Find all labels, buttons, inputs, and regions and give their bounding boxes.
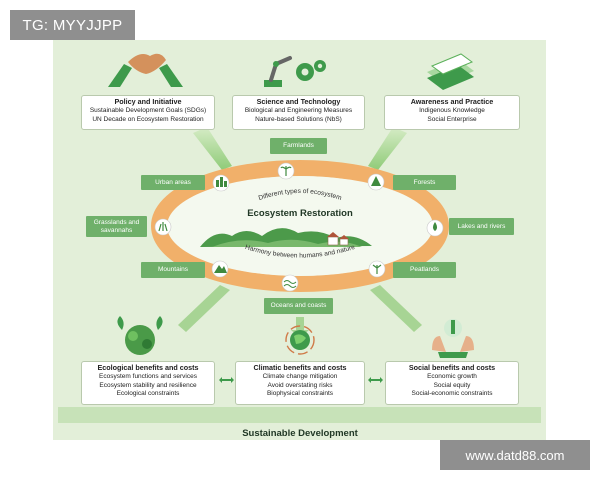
grasslands-icon (154, 218, 172, 236)
policy-initiative-title: Policy and Initiative (114, 97, 182, 106)
climatic-line-3: Biophysical constraints (266, 390, 334, 398)
social-line-2: Social equity (433, 381, 471, 389)
social-hands-icon (432, 319, 474, 358)
science-technology-title: Science and Technology (256, 97, 341, 106)
sustainable-bar (58, 407, 541, 423)
ring-inner (167, 176, 433, 276)
oceans-icon (281, 274, 299, 292)
tag-peatlands: Peatlands (393, 262, 456, 278)
tag-lakes-rivers: Lakes and rivers (449, 218, 514, 235)
science-line-1: Biological and Engineering Measures (244, 107, 353, 115)
forests-icon (367, 173, 385, 191)
tag-urban-areas: Urban areas (141, 175, 205, 190)
sustainable-development-title: Sustainable Development (242, 428, 358, 439)
climatic-title: Climatic benefits and costs (253, 363, 347, 372)
lakes-rivers-icon (426, 219, 444, 237)
bidirectional-arrow-right (368, 377, 383, 383)
science-line-2: Nature-based Solutions (NbS) (255, 115, 342, 123)
awareness-practice-box: Awareness and Practice Indigenous Knowle… (384, 95, 520, 130)
climatic-line-1: Climate change mitigation (262, 373, 338, 381)
arrow-top-left (193, 127, 232, 170)
books-icon (427, 53, 474, 90)
awareness-line-1: Indigenous Knowledge (419, 107, 485, 115)
social-line-1: Economic growth (427, 373, 477, 381)
arrow-bottom-left (178, 285, 230, 332)
tag-forests: Forests (393, 175, 456, 190)
climatic-box: Climatic benefits and costs Climate chan… (235, 361, 365, 405)
handshake-icon (108, 53, 183, 87)
climate-globe-icon (285, 325, 315, 355)
bidirectional-arrow-left (219, 377, 234, 383)
ecological-line-2: Ecosystem stability and resilience (99, 381, 197, 389)
tg-badge: TG: MYYJJPP (10, 10, 135, 40)
arrow-top-right (368, 127, 407, 170)
farmlands-icon (277, 162, 295, 180)
policy-line-1: Sustainable Development Goals (SDGs) (89, 107, 207, 115)
tag-grasslands: Grasslands and savannahs (86, 216, 147, 237)
tag-mountains: Mountains (141, 262, 205, 278)
arrow-bottom-right (370, 285, 422, 332)
tag-oceans-coasts: Oceans and coasts (264, 298, 333, 314)
watermark-badge: www.datd88.com (440, 440, 590, 470)
awareness-line-2: Social Enterprise (427, 115, 477, 123)
awareness-practice-title: Awareness and Practice (410, 97, 494, 106)
social-title: Social benefits and costs (408, 363, 496, 372)
ecosystem-restoration-title: Ecosystem Restoration (247, 208, 353, 219)
climatic-line-2: Avoid overstating risks (267, 381, 333, 389)
tag-farmlands: Farmlands (270, 138, 327, 154)
policy-line-2: UN Decade on Ecosystem Restoration (92, 115, 204, 123)
ecological-line-1: Ecosystem functions and services (99, 373, 197, 381)
landscape-illustration (200, 228, 372, 247)
social-line-3: Social-economic constraints (411, 390, 493, 398)
mountains-icon (211, 260, 229, 278)
policy-initiative-box: Policy and Initiative Sustainable Develo… (81, 95, 215, 130)
ecology-plants-icon (117, 316, 163, 355)
robot-arm-gears-icon (264, 56, 326, 87)
ecological-box: Ecological benefits and costs Ecosystem … (81, 361, 215, 405)
urban-areas-icon (212, 174, 230, 192)
social-box: Social benefits and costs Economic growt… (385, 361, 519, 405)
ecological-line-3: Ecological constraints (116, 390, 180, 398)
peatlands-icon (368, 260, 386, 278)
ecological-title: Ecological benefits and costs (97, 363, 199, 372)
science-technology-box: Science and Technology Biological and En… (232, 95, 365, 130)
